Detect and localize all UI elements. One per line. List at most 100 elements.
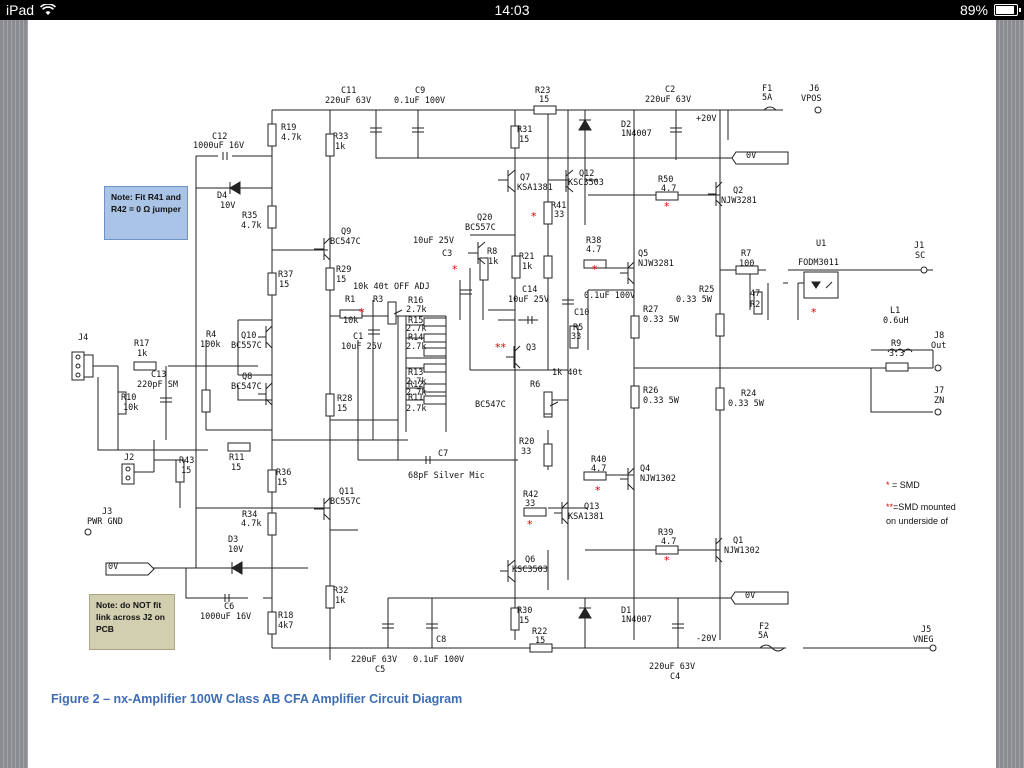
component-label: 1k <box>522 262 532 272</box>
component-label: Q20 <box>477 213 492 223</box>
smd-mark: * <box>359 306 365 319</box>
status-time: 14:03 <box>494 2 530 18</box>
component-label: Q10 <box>241 331 256 341</box>
component-label: Q9 <box>341 227 351 237</box>
status-right: 89% <box>959 2 1021 18</box>
component-label: R33 <box>333 132 348 142</box>
component-label: 4.7 <box>661 184 676 194</box>
component-label: R37 <box>278 270 293 280</box>
component-label: BC547C <box>475 400 506 410</box>
component-label: 4.7k <box>241 519 261 529</box>
component-label: Q6 <box>525 555 535 565</box>
component-label: C6 <box>224 602 234 612</box>
component-label: R14 <box>408 333 423 343</box>
component-label: VPOS <box>801 94 821 104</box>
legend-underside-text: =SMD mounted on underside of <box>886 502 956 526</box>
component-label: C2 <box>665 85 675 95</box>
component-label: R11 <box>408 393 423 403</box>
component-label: Out <box>931 341 946 351</box>
component-label: Q2 <box>733 186 743 196</box>
component-label: 33 <box>525 499 535 509</box>
component-label: 100 <box>739 259 754 269</box>
component-label: R22 <box>532 627 547 637</box>
component-label: 4.7k <box>241 221 261 231</box>
component-label: F1 <box>762 84 772 94</box>
component-label: 10uF 25V <box>508 295 549 305</box>
component-label: R13 <box>408 368 423 378</box>
component-label: R8 <box>487 247 497 257</box>
component-label: BC547C <box>330 237 361 247</box>
battery-percent: 89% <box>959 2 988 18</box>
smd-mark: * <box>595 484 601 497</box>
component-label: KSC3503 <box>568 178 604 188</box>
component-label: FODM3011 <box>798 258 839 268</box>
component-label: L1 <box>890 306 900 316</box>
component-label: 15 <box>231 463 241 473</box>
component-label: 1k <box>335 142 345 152</box>
smd-marks: *********** <box>359 200 817 567</box>
component-label: R17 <box>134 339 149 349</box>
component-label: R20 <box>519 437 534 447</box>
component-label: PWR GND <box>87 517 123 527</box>
schematic-wires <box>78 109 934 660</box>
component-label: +20V <box>696 114 716 124</box>
component-label: 0V <box>108 562 118 572</box>
component-label: 0.1uF 100V <box>584 291 635 301</box>
component-label: R30 <box>517 606 532 616</box>
component-label: -20V <box>696 634 716 644</box>
smd-mark: ** <box>495 341 507 354</box>
component-label: 15 <box>181 466 191 476</box>
component-label: BC557C <box>231 341 262 351</box>
component-label: 33 <box>571 332 581 342</box>
smd-mark: * <box>811 306 817 319</box>
component-label: 2.7k <box>406 305 426 315</box>
component-label: 1N4007 <box>621 129 652 139</box>
component-label: 0.1uF 100V <box>413 655 464 665</box>
component-label: 47 <box>750 289 760 299</box>
device-name: iPad <box>6 2 35 18</box>
component-label: 15 <box>336 275 346 285</box>
component-label: VNEG <box>913 635 933 645</box>
status-left: iPad <box>6 2 56 18</box>
component-label: Q11 <box>339 487 354 497</box>
component-label: R29 <box>336 265 351 275</box>
component-label: R28 <box>337 394 352 404</box>
component-label: 68pF Silver Mic <box>408 471 485 481</box>
component-label: R36 <box>276 468 291 478</box>
component-label: C4 <box>670 672 680 682</box>
component-label: R5 <box>573 323 583 333</box>
schematic-components <box>71 105 942 653</box>
component-label: R42 <box>523 490 538 500</box>
component-label: R23 <box>535 86 550 96</box>
smd-mark: * <box>664 200 670 213</box>
component-label: J7 <box>934 386 944 396</box>
component-label: 0V <box>745 591 755 601</box>
component-label: 0.1uF 100V <box>394 96 445 106</box>
component-label: BC547C <box>231 382 262 392</box>
component-label: R7 <box>741 249 751 259</box>
component-label: C9 <box>415 86 425 96</box>
component-label: 33 <box>554 210 564 220</box>
component-label: 0.33 5W <box>643 315 680 325</box>
component-label: 4k7 <box>278 621 293 631</box>
component-label: R19 <box>281 123 296 133</box>
component-label: 15 <box>279 280 289 290</box>
component-label: NJW1302 <box>640 474 676 484</box>
component-label: 1000uF 16V <box>200 612 251 622</box>
component-label: BC557C <box>330 497 361 507</box>
component-label: 10uF 25V <box>341 342 382 352</box>
component-label: 10V <box>228 545 243 555</box>
page-edge-left <box>0 20 28 768</box>
component-label: 2.7k <box>406 404 426 414</box>
smd-legend: * = SMD **=SMD mounted on underside of <box>886 478 956 528</box>
component-label: 0.33 5W <box>728 399 765 409</box>
wifi-icon <box>40 4 56 15</box>
component-label: 5A <box>762 93 772 103</box>
smd-mark: * <box>452 263 458 276</box>
component-label: R26 <box>643 386 658 396</box>
component-label: R34 <box>242 510 257 520</box>
component-label: R11 <box>229 453 244 463</box>
component-label: 15 <box>539 95 549 105</box>
